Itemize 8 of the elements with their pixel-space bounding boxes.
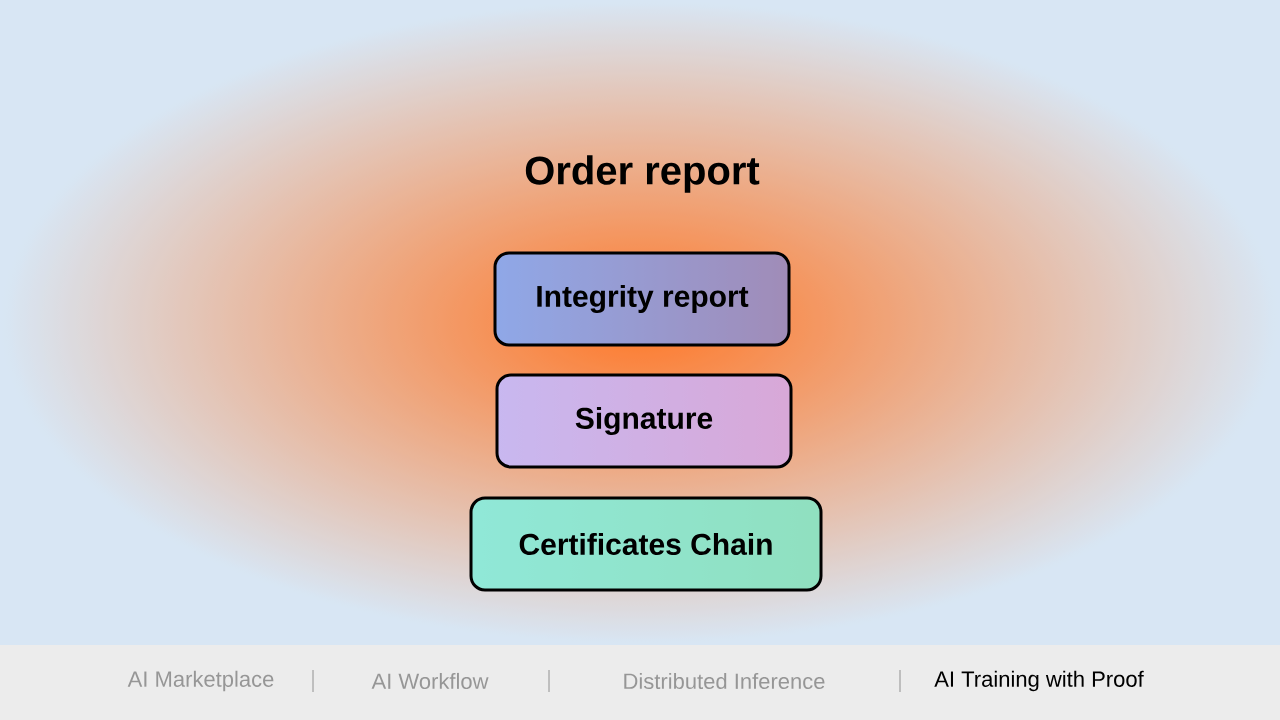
process-box: Certificates Chain — [469, 496, 823, 592]
nav-item: AI Training with Proof — [934, 670, 1144, 692]
process-box: Signature — [495, 373, 793, 469]
nav-item: Distributed Inference — [624, 672, 825, 690]
title: Order report — [525, 155, 760, 193]
nav-item: AI Marketplace — [127, 670, 274, 692]
process-box: Integrity report — [493, 251, 791, 347]
nav-item: AI Workflow — [371, 672, 489, 690]
